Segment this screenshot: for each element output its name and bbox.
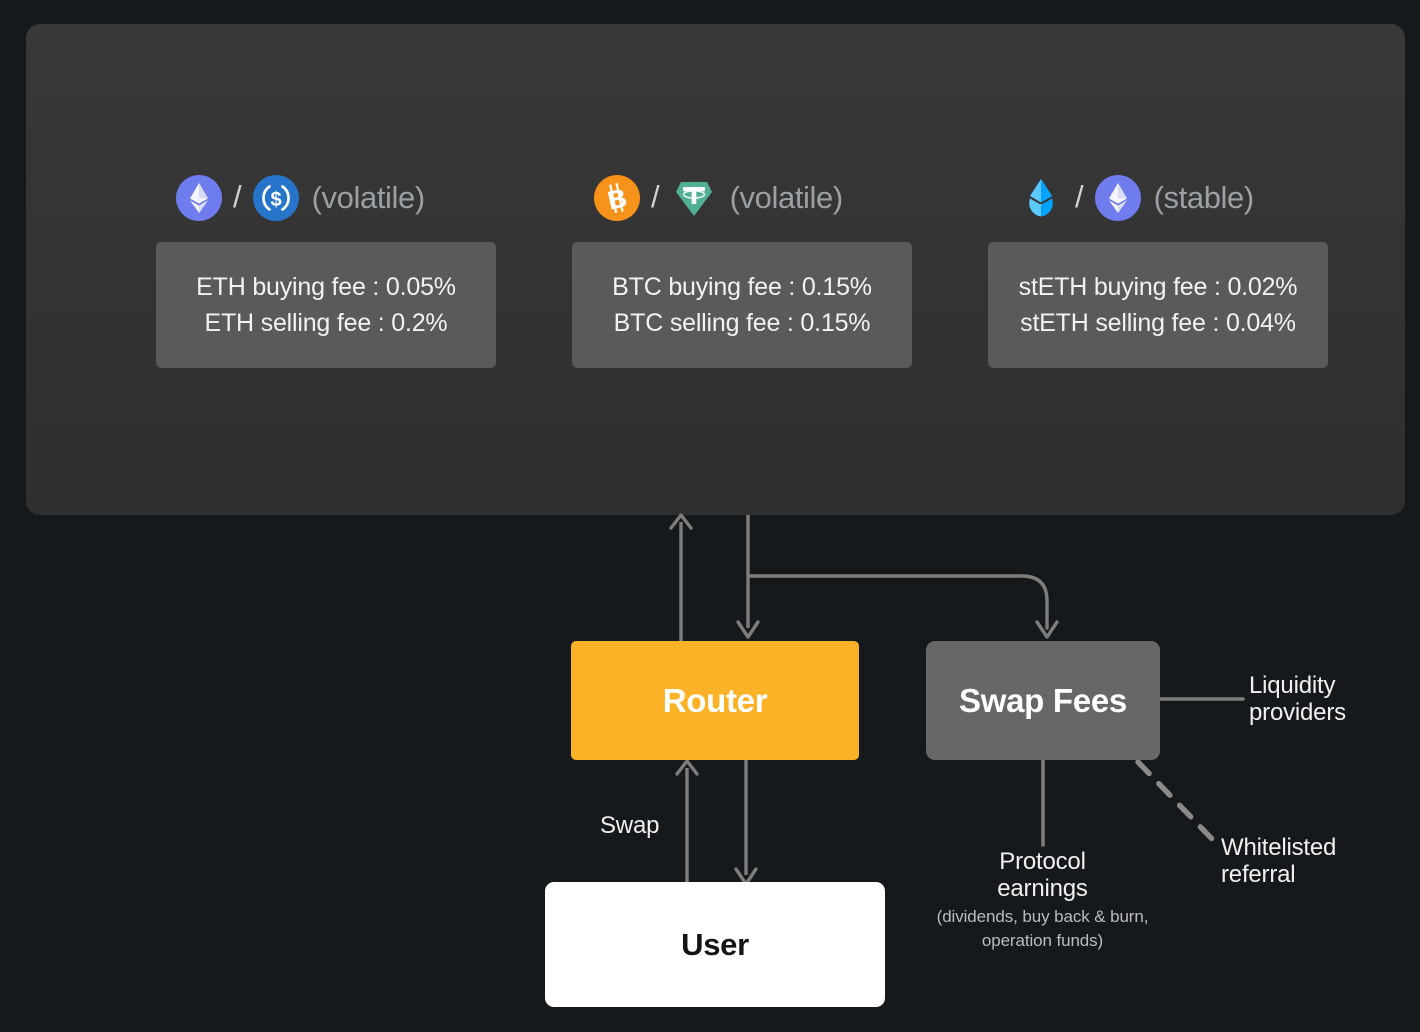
lido-steth-icon	[1018, 175, 1064, 221]
protocol-earnings-line2: earnings	[997, 875, 1088, 903]
wire-pools-to-swapfees	[746, 574, 1059, 639]
pair-separator: /	[233, 178, 242, 214]
swap-fees-label: Swap Fees	[959, 681, 1127, 719]
wire-router-to-user	[734, 760, 758, 886]
pair-header: B / (volatile)	[572, 167, 912, 229]
wire-swapfees-to-whitelisted	[1135, 759, 1216, 843]
buying-fee-line: ETH buying fee : 0.05%	[196, 272, 456, 301]
pair-group-eth-usdc: / $ (volatile) ETH buying fee : 0.05% ET…	[156, 167, 496, 368]
swap-fees-node[interactable]: Swap Fees	[926, 641, 1160, 760]
liquidity-providers-label: Liquidity providers	[1249, 672, 1346, 727]
protocol-earnings-label: Protocol earnings (dividends, buy back &…	[920, 848, 1165, 952]
pair-volatility-tag: (volatile)	[311, 180, 426, 215]
wire-pools-to-router	[736, 515, 760, 639]
swap-edge-label: Swap	[600, 812, 660, 839]
buying-fee-line: stETH buying fee : 0.02%	[1018, 272, 1298, 301]
router-node[interactable]: Router	[571, 641, 859, 760]
protocol-earnings-line1: Protocol	[999, 848, 1086, 875]
usdc-icon: $	[252, 175, 299, 221]
fee-panel: / $ (volatile) ETH buying fee : 0.05% ET…	[26, 24, 1405, 515]
fee-box: stETH buying fee : 0.02% stETH selling f…	[988, 242, 1328, 368]
svg-text:$: $	[270, 189, 281, 211]
user-node[interactable]: User	[545, 882, 885, 1007]
ethereum-icon	[176, 175, 222, 221]
pair-volatility-tag: (stable)	[1153, 180, 1255, 215]
selling-fee-line: BTC selling fee : 0.15%	[613, 308, 871, 337]
user-label: User	[681, 926, 749, 962]
selling-fee-line: stETH selling fee : 0.04%	[1020, 308, 1296, 337]
ethereum-icon	[1094, 175, 1141, 221]
liquidity-providers-line2: providers	[1249, 699, 1346, 727]
router-label: Router	[662, 681, 768, 719]
fee-box: BTC buying fee : 0.15% BTC selling fee :…	[572, 242, 912, 368]
whitelisted-referral-line2: referral	[1221, 861, 1296, 889]
whitelisted-referral-line1: Whitelisted	[1221, 834, 1337, 861]
pair-group-btc-usdt: B / (volatile) BTC buying fee : 0.15% BT…	[572, 167, 912, 368]
pair-header: / $ (volatile)	[156, 167, 496, 229]
wire-router-to-pools	[669, 513, 693, 641]
pair-group-steth-eth: / (stable) stETH buying fee : 0.02% stET…	[988, 167, 1328, 368]
bitcoin-icon: B	[594, 175, 640, 221]
protocol-earnings-sub-line2: operation funds)	[981, 931, 1104, 951]
buying-fee-line: BTC buying fee : 0.15%	[612, 272, 872, 301]
selling-fee-line: ETH selling fee : 0.2%	[204, 308, 448, 337]
liquidity-providers-line1: Liquidity	[1249, 672, 1336, 699]
whitelisted-referral-label: Whitelisted referral	[1221, 834, 1336, 889]
protocol-earnings-sub-line1: (dividends, buy back & burn,	[936, 906, 1149, 926]
pair-volatility-tag: (volatile)	[729, 180, 844, 215]
wire-user-to-router	[675, 759, 699, 882]
pair-separator: /	[1075, 178, 1084, 214]
pair-separator: /	[651, 178, 660, 214]
tether-icon	[671, 175, 717, 221]
pair-header: / (stable)	[988, 167, 1328, 229]
fee-box: ETH buying fee : 0.05% ETH selling fee :…	[156, 242, 496, 368]
